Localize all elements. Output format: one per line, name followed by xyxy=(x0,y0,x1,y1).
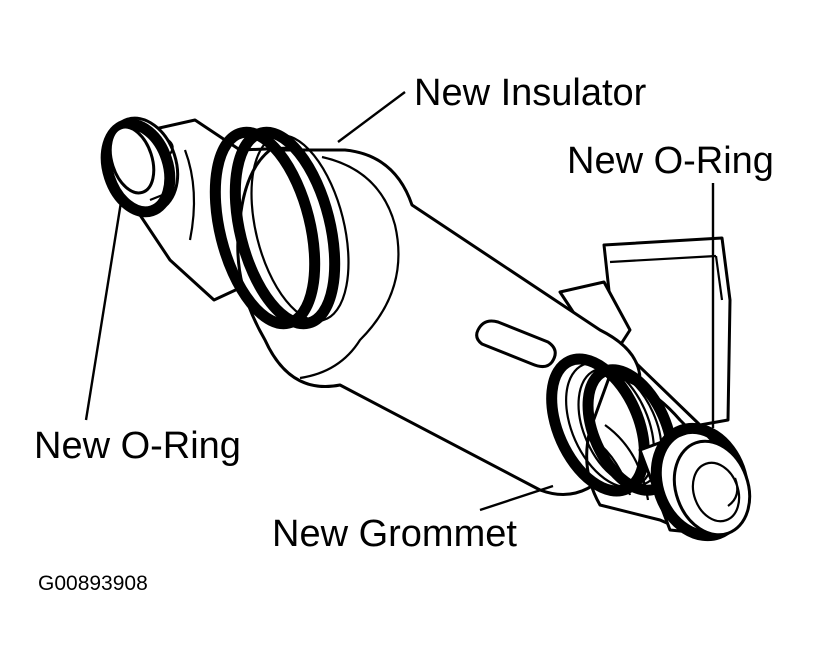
figure-code: G00893908 xyxy=(38,572,148,595)
inlet-end xyxy=(100,116,196,241)
leader-oring-left xyxy=(84,201,123,421)
label-new-o-ring-top-right: New O-Ring xyxy=(567,140,774,182)
leader-grommet xyxy=(479,484,554,512)
inlet-o-ring xyxy=(100,118,176,218)
label-new-o-ring-left: New O-Ring xyxy=(34,425,241,467)
label-new-grommet: New Grommet xyxy=(272,513,517,555)
label-new-insulator: New Insulator xyxy=(414,72,647,114)
nozzle-tip xyxy=(638,422,752,542)
leader-insulator xyxy=(337,91,406,143)
insulator-rings xyxy=(209,126,350,330)
